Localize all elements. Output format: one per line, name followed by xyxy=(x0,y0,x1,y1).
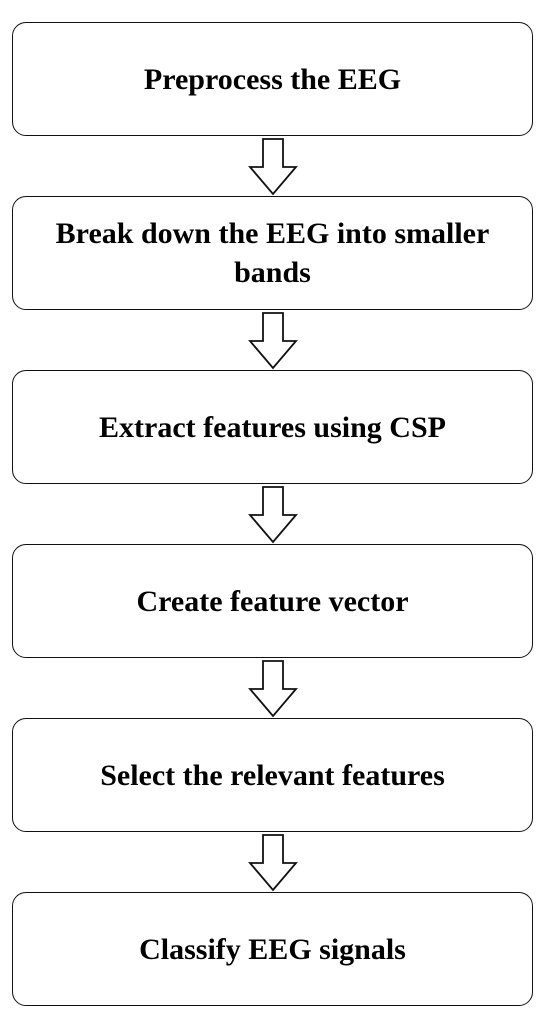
step-select-features-box: Select the relevant features xyxy=(12,718,533,832)
step-feature-vector-box: Create feature vector xyxy=(12,544,533,658)
step-classify-box: Classify EEG signals xyxy=(12,892,533,1006)
down-arrow-icon xyxy=(248,834,298,892)
step-preprocess-box: Preprocess the EEG xyxy=(12,22,533,136)
down-arrow-icon xyxy=(248,486,298,544)
down-arrow-icon xyxy=(248,660,298,718)
step-label: Break down the EEG into smaller bands xyxy=(55,217,490,289)
down-arrow-icon xyxy=(248,138,298,196)
step-label: Select the relevant features xyxy=(100,758,445,792)
step-label: Create feature vector xyxy=(136,584,409,618)
step-extract-features-box: Extract features using CSP xyxy=(12,370,533,484)
down-arrow-icon xyxy=(248,312,298,370)
step-label: Preprocess the EEG xyxy=(143,62,402,96)
step-label: Extract features using CSP xyxy=(99,410,446,444)
step-break-down-box: Break down the EEG into smaller bands xyxy=(12,196,533,310)
step-label: Classify EEG signals xyxy=(139,932,406,966)
